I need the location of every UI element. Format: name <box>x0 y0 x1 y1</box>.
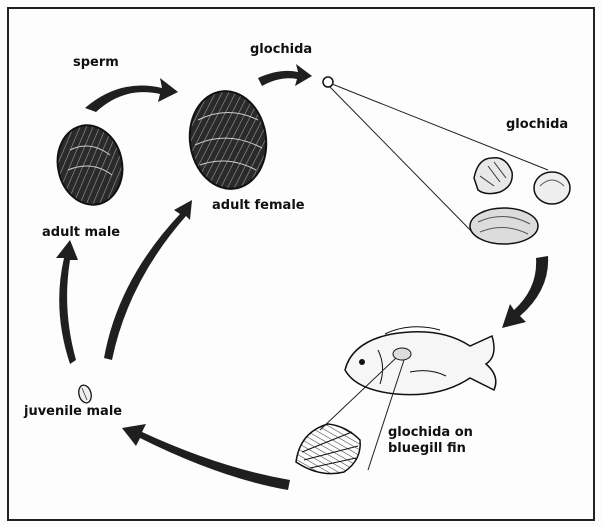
glochida-magnified <box>470 158 570 244</box>
drop-off-arrow <box>122 424 290 490</box>
sperm-arrow <box>85 78 178 112</box>
label-adult-male: adult male <box>42 225 120 240</box>
label-sperm: sperm <box>73 55 119 70</box>
magnify-line-bottom <box>330 87 478 238</box>
diagram-border <box>8 8 594 520</box>
grow-male-arrow <box>56 240 78 364</box>
juvenile-male-mussel <box>77 384 93 404</box>
label-juvenile-male: juvenile male <box>23 404 122 419</box>
glochida-release-arrow <box>258 64 312 86</box>
attach-arrow <box>502 256 548 328</box>
grow-female-arrow <box>104 200 192 360</box>
label-adult-female: adult female <box>212 198 305 213</box>
label-bluegill-fin: bluegill fin <box>388 441 466 456</box>
glochida-dot <box>323 77 333 87</box>
label-glochida-top: glochida <box>250 42 312 57</box>
adult-female-mussel <box>184 86 273 194</box>
label-glochida-on: glochida on <box>388 425 473 440</box>
label-glochida-right: glochida <box>506 117 568 132</box>
adult-male-mussel <box>50 119 129 211</box>
bluegill-fin-enlarged <box>296 424 360 474</box>
